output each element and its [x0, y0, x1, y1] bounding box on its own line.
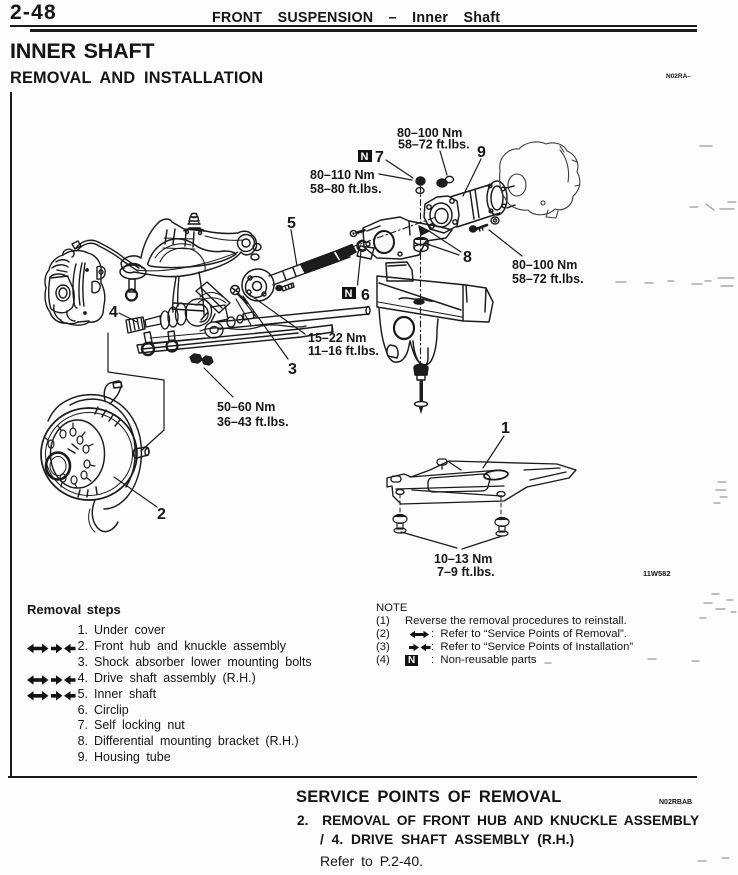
- svg-text:7: 7: [375, 149, 384, 166]
- svg-text:36–43 ft.lbs.: 36–43 ft.lbs.: [217, 415, 289, 429]
- svg-text:50–60 Nm: 50–60 Nm: [217, 400, 275, 414]
- svg-text:80–110 Nm: 80–110 Nm: [310, 168, 375, 182]
- svg-text:3: 3: [288, 361, 297, 378]
- svg-text:N: N: [361, 151, 369, 163]
- svg-text:15–22 Nm: 15–22 Nm: [308, 331, 366, 345]
- svg-text:N: N: [345, 288, 353, 300]
- svg-text:1: 1: [501, 420, 510, 437]
- svg-text:8: 8: [463, 249, 472, 266]
- svg-text:58–80 ft.lbs.: 58–80 ft.lbs.: [310, 182, 382, 196]
- svg-text:80–100 Nm: 80–100 Nm: [512, 258, 577, 272]
- svg-text:58–72 ft.lbs.: 58–72 ft.lbs.: [398, 138, 470, 152]
- svg-text:11W582: 11W582: [643, 569, 671, 578]
- svg-text:4: 4: [109, 304, 118, 321]
- svg-text:2: 2: [157, 506, 166, 523]
- svg-text:5: 5: [287, 215, 296, 232]
- svg-text:58–72 ft.lbs.: 58–72 ft.lbs.: [512, 272, 584, 286]
- svg-text:10–13 Nm: 10–13 Nm: [434, 552, 492, 566]
- svg-text:6: 6: [361, 287, 370, 304]
- svg-text:9: 9: [477, 144, 486, 161]
- svg-text:7–9 ft.lbs.: 7–9 ft.lbs.: [437, 565, 495, 579]
- svg-text:80–100 Nm: 80–100 Nm: [397, 126, 462, 140]
- svg-text:11–16 ft.lbs.: 11–16 ft.lbs.: [308, 344, 379, 358]
